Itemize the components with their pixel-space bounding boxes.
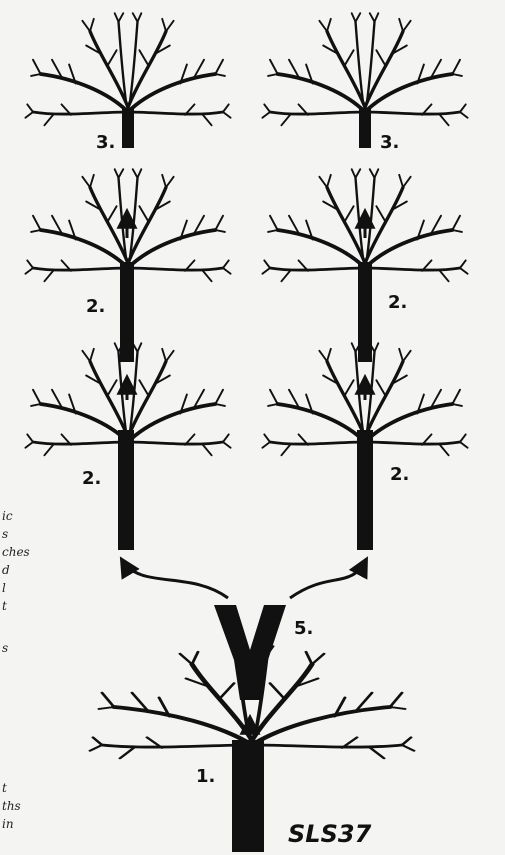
right-top-tree: 3. [262,13,467,153]
margin-fragment: in [2,817,14,831]
margin-fragment: d [2,563,10,577]
right-middle-tree: 2. [262,169,467,362]
diagram-code: SLS37 [288,820,372,848]
arrow-to-left-column [122,560,228,598]
label-right-middle: 2. [388,292,407,313]
margin-fragment: ic [2,509,13,523]
label-right-top: 3. [380,132,399,153]
right-lower-tree: 2. [262,343,467,550]
left-top-tree: 3. [25,13,230,153]
left-middle-tree: 2. [25,169,230,362]
margin-text: ic s ches d l t s t ths in [2,509,30,831]
margin-fragment: ths [2,799,21,813]
margin-fragment: s [2,527,8,541]
label-bottom-tree: 1. [196,766,215,787]
label-right-lower: 2. [390,464,409,485]
margin-fragment: t [2,599,7,613]
margin-fragment: s [2,641,8,655]
arrow-to-right-column [290,560,366,598]
margin-fragment: t [2,781,7,795]
label-left-lower: 2. [82,468,101,489]
margin-fragment: l [2,581,6,595]
label-left-middle: 2. [86,296,105,317]
label-left-top: 3. [96,132,115,153]
left-lower-tree: 2. [25,343,230,550]
label-y-piece: 5. [294,618,313,639]
margin-fragment: ches [2,545,30,559]
